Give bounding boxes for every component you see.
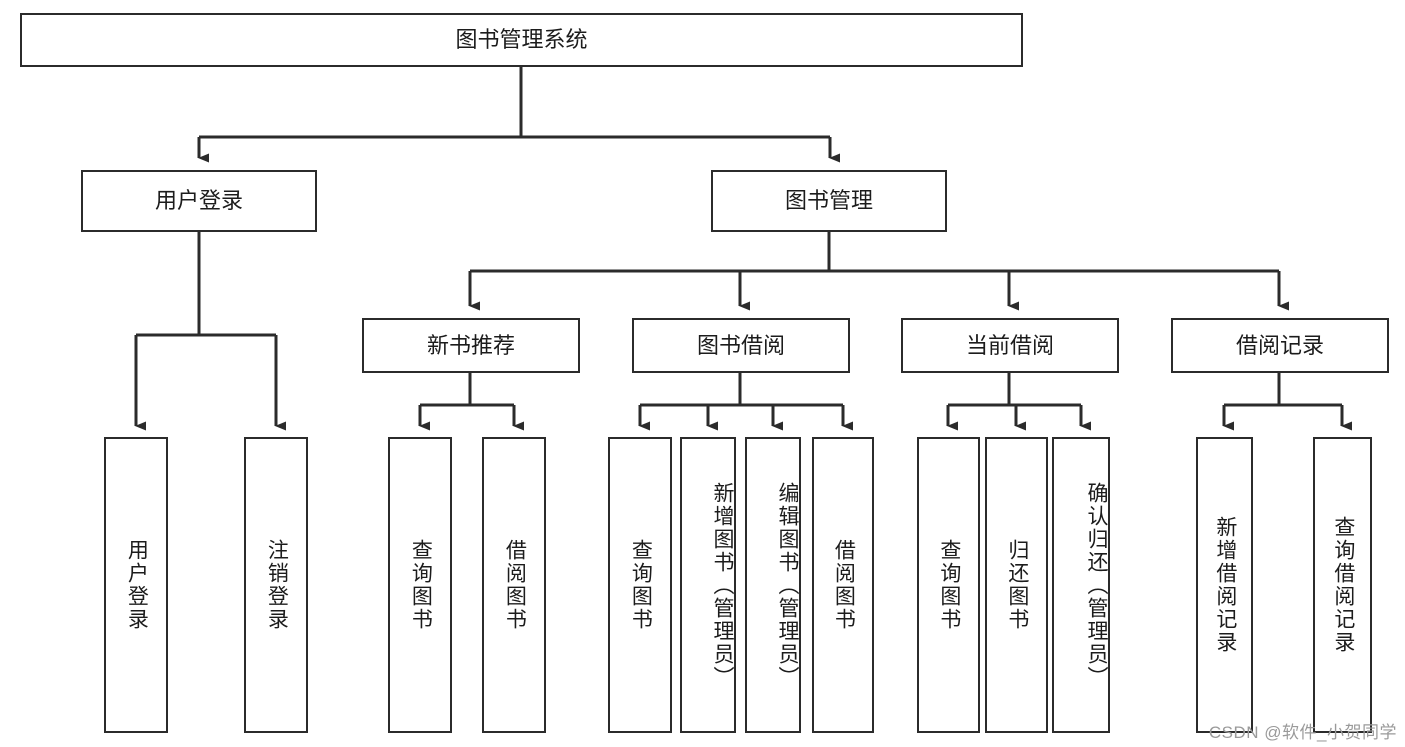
node-leaf-return-book[interactable]: 归还图书 [985,437,1048,733]
node-leaf-logout-label: 注销登录 [265,539,289,631]
node-leaf-query-book-borrow-label: 查询图书 [629,539,653,631]
node-leaf-borrow-book-label: 借阅图书 [832,539,856,631]
node-leaf-query-book-borrow[interactable]: 查询图书 [608,437,672,733]
node-borrow-record-label: 借阅记录 [1235,332,1324,358]
node-leaf-query-record[interactable]: 查询借阅记录 [1313,437,1372,733]
node-book-borrow-label: 图书借阅 [696,332,785,358]
node-user-login-label: 用户登录 [154,188,243,214]
node-leaf-user-login[interactable]: 用户登录 [104,437,168,733]
node-leaf-return-book-label: 归还图书 [1005,539,1029,631]
node-leaf-add-record[interactable]: 新增借阅记录 [1196,437,1253,733]
node-book-manage-label: 图书管理 [784,188,873,214]
node-leaf-add-book-label: 新增图书（管理员） [711,481,734,689]
node-leaf-edit-book-label: 编辑图书（管理员） [776,481,799,689]
watermark-text: CSDN @软件_小贺同学 [1208,723,1397,742]
node-root-label: 图书管理系统 [455,27,588,53]
node-new-book-recommend[interactable]: 新书推荐 [362,318,580,373]
node-leaf-query-book-current-label: 查询图书 [937,539,961,631]
node-leaf-logout[interactable]: 注销登录 [244,437,308,733]
node-leaf-borrow-book-new-label: 借阅图书 [503,539,527,631]
node-leaf-add-record-label: 新增借阅记录 [1213,516,1237,654]
node-leaf-query-book-new[interactable]: 查询图书 [388,437,452,733]
node-leaf-confirm-return[interactable]: 确认归还（管理员） [1052,437,1110,733]
node-root[interactable]: 图书管理系统 [20,13,1023,67]
node-leaf-edit-book[interactable]: 编辑图书（管理员） [745,437,801,733]
node-leaf-borrow-book[interactable]: 借阅图书 [812,437,874,733]
node-leaf-user-login-label: 用户登录 [125,539,149,631]
node-book-borrow[interactable]: 图书借阅 [632,318,850,373]
node-borrow-record[interactable]: 借阅记录 [1171,318,1389,373]
node-current-borrow[interactable]: 当前借阅 [901,318,1119,373]
node-leaf-query-book-new-label: 查询图书 [409,539,433,631]
node-leaf-query-book-current[interactable]: 查询图书 [917,437,980,733]
node-leaf-confirm-return-label: 确认归还（管理员） [1085,481,1108,689]
node-book-manage[interactable]: 图书管理 [711,170,947,232]
node-current-borrow-label: 当前借阅 [965,332,1054,358]
node-user-login[interactable]: 用户登录 [81,170,317,232]
node-leaf-add-book[interactable]: 新增图书（管理员） [680,437,736,733]
node-leaf-query-record-label: 查询借阅记录 [1331,516,1355,654]
node-leaf-borrow-book-new[interactable]: 借阅图书 [482,437,546,733]
node-new-book-recommend-label: 新书推荐 [426,332,515,358]
